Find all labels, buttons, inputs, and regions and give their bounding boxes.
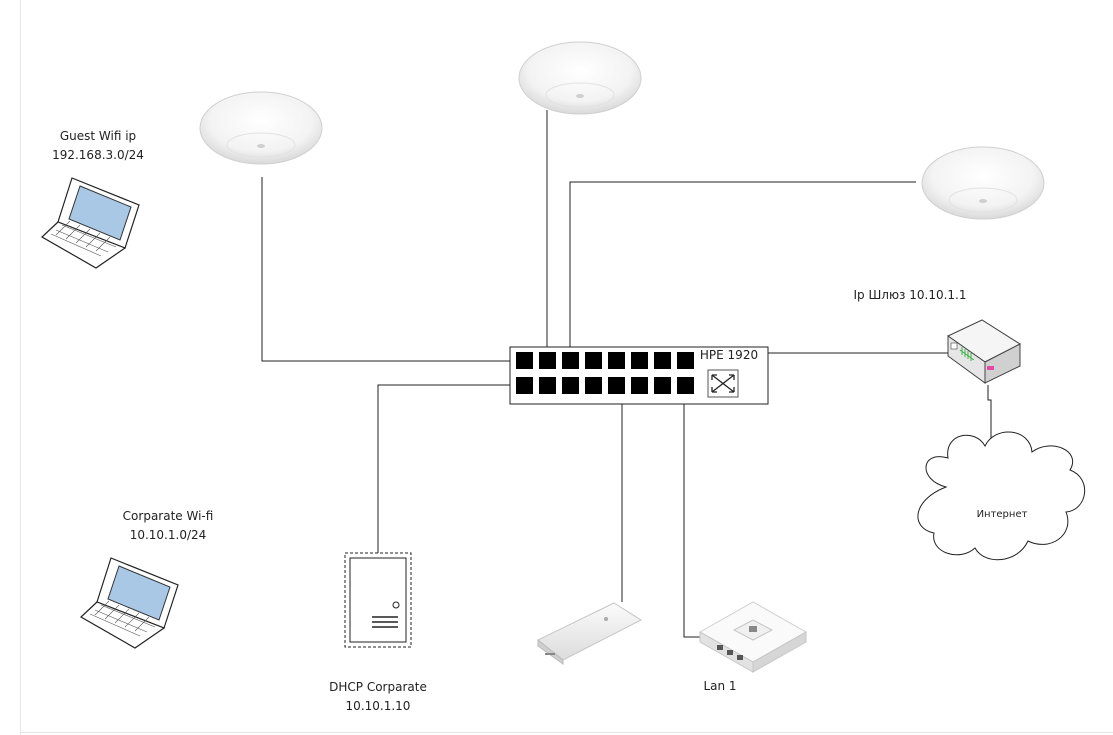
router-icon	[947, 319, 1022, 384]
dhcp-title: DHCP Corparate	[329, 680, 427, 694]
corp-wifi-title: Corparate Wi-fi	[122, 509, 214, 523]
dhcp-ip: 10.10.1.10	[345, 699, 411, 713]
access-point-icon	[199, 91, 323, 165]
guest-wifi-subnet: 192.168.3.0/24	[52, 148, 144, 162]
access-point-icon	[518, 41, 642, 115]
switch-ports	[516, 352, 694, 394]
switch-arrows-icon	[707, 369, 739, 398]
cloud-icon	[917, 431, 1086, 561]
page-border-left	[20, 0, 21, 735]
switch-icon	[509, 346, 769, 405]
laptop-icon	[79, 557, 179, 649]
corp-wifi-subnet: 10.10.1.0/24	[129, 528, 207, 542]
guest-wifi-title: Guest Wifi ip	[59, 129, 137, 143]
link-ap-left	[261, 177, 512, 362]
access-point-icon	[921, 146, 1045, 220]
gateway-device-icon	[698, 601, 808, 673]
server-icon	[344, 552, 412, 648]
connection-lines	[261, 110, 992, 638]
gateway-label: Ip Шлюз 10.10.1.1	[853, 288, 967, 302]
laptop-icon	[40, 177, 140, 269]
link-internet	[987, 385, 992, 463]
page-border-bottom	[20, 732, 1113, 733]
controller-device-icon	[537, 602, 643, 665]
link-ap-right	[569, 181, 916, 352]
link-lan	[683, 385, 700, 638]
switch-name-label: HPE 1920	[699, 348, 759, 362]
link-dhcp	[377, 384, 510, 553]
internet-label: Интернет	[976, 509, 1028, 520]
lan-label: Lan 1	[703, 679, 737, 693]
